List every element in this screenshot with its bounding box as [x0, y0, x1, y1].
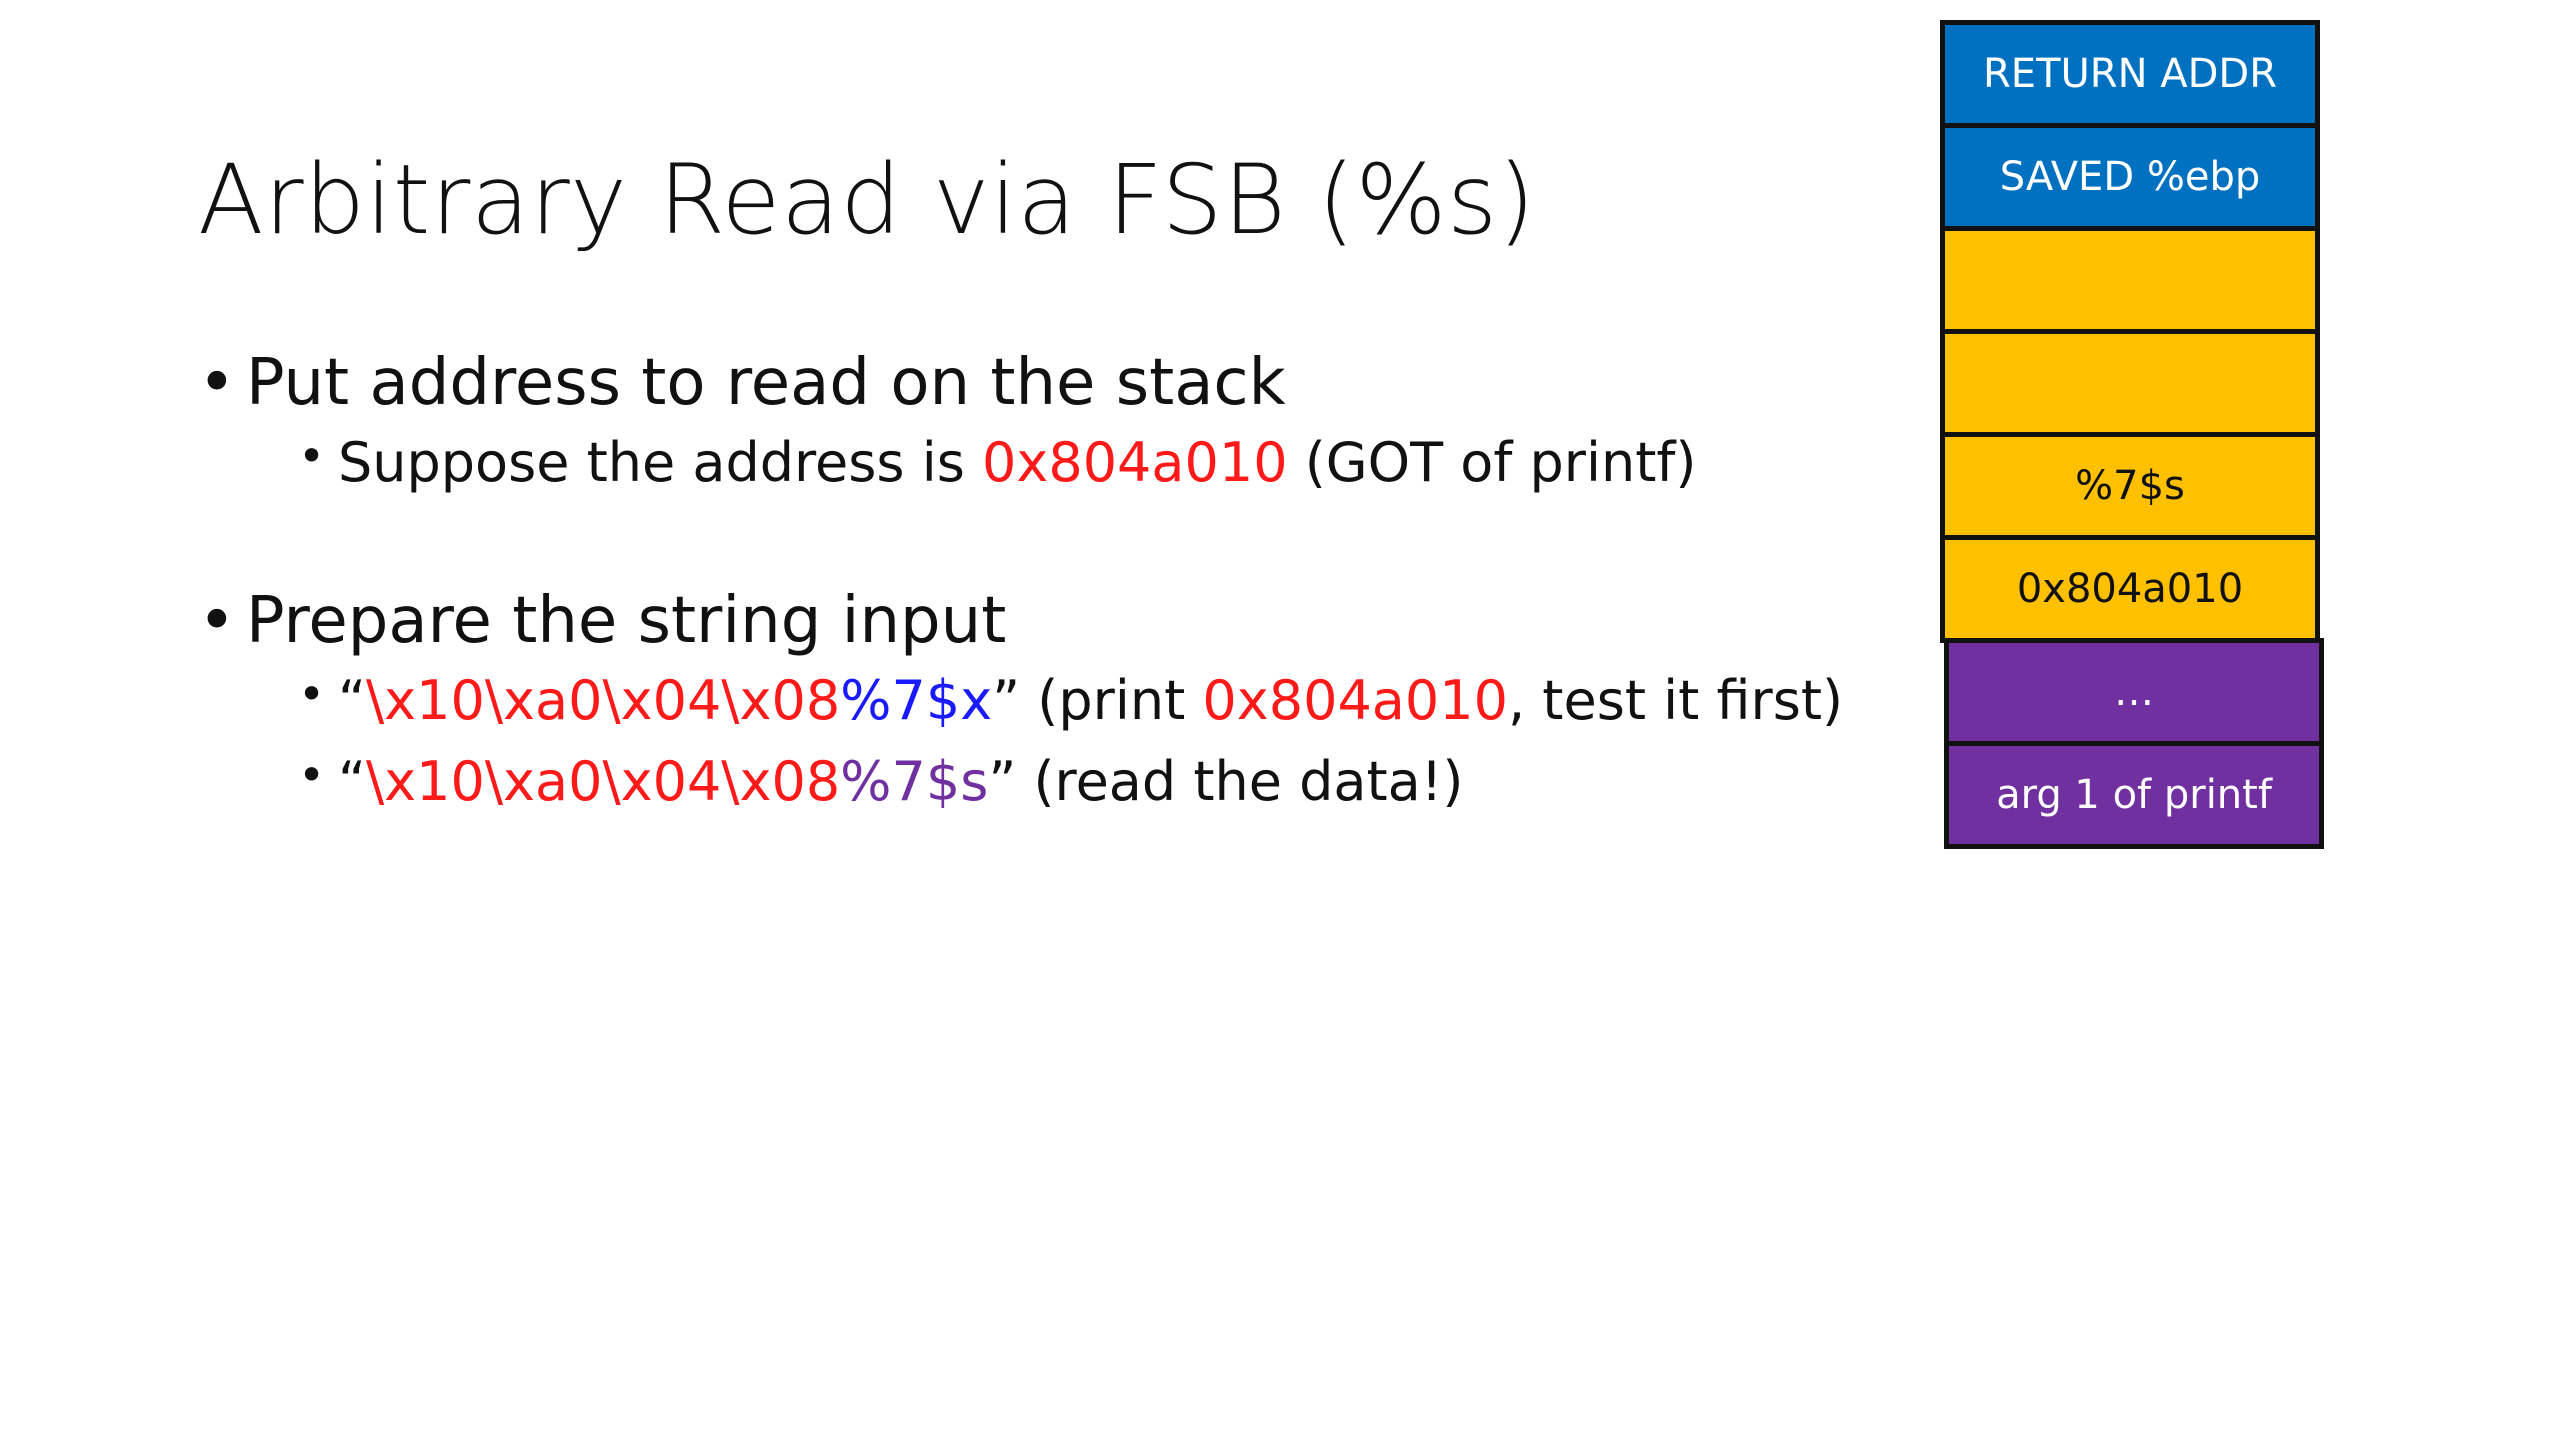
- sub-bullet-dot-icon: •: [298, 747, 326, 802]
- sub-bullet-suffix: , test it first): [1507, 668, 1844, 732]
- open-quote: “: [338, 668, 366, 732]
- close-quote: ”: [988, 749, 1017, 813]
- address-value: 0x804a010: [982, 430, 1288, 494]
- bullet-text: Prepare the string input: [246, 583, 1007, 658]
- open-quote: “: [338, 749, 366, 813]
- stack-cell-saved-ebp: SAVED %ebp: [1940, 123, 2320, 231]
- stack-cell-format-string: %7$s: [1940, 432, 2320, 540]
- payload-bytes: \x10\xa0\x04\x08: [365, 668, 841, 732]
- stack-cell-arg1: arg 1 of printf: [1944, 741, 2324, 849]
- bullet-prepare-string: • Prepare the string input: [198, 583, 1848, 660]
- bullet-text: Put address to read on the stack: [246, 346, 1286, 420]
- stack-cell-address: 0x804a010: [1940, 535, 2320, 643]
- bullet-list: • Put address to read on the stack • Sup…: [198, 345, 1848, 822]
- payload-bytes: \x10\xa0\x04\x08: [365, 749, 841, 813]
- bullet-dot-icon: •: [198, 346, 236, 420]
- sub-bullet-suffix: (GOT of printf): [1287, 430, 1697, 494]
- bullet-dot-icon: •: [198, 583, 236, 658]
- sub-bullet-read-data: • “\x10\xa0\x04\x08%7$s” (read the data!…: [198, 741, 1848, 822]
- stack-diagram: RETURN ADDR SAVED %ebp %7$s 0x804a010 … …: [1940, 20, 2324, 849]
- sub-bullet-mid: (print: [1020, 668, 1203, 732]
- sub-bullet-dot-icon: •: [298, 666, 326, 721]
- sub-bullet-dot-icon: •: [298, 428, 326, 483]
- slide-title: Arbitrary Read via FSB (%s): [198, 144, 1536, 256]
- address-value: 0x804a010: [1202, 668, 1508, 732]
- stack-cell-empty-1: [1940, 226, 2320, 334]
- sub-bullet-prefix: Suppose the address is: [338, 430, 983, 494]
- sub-bullet-suffix: (read the data!): [1016, 749, 1464, 813]
- format-specifier: %7$s: [840, 749, 989, 813]
- sub-bullet-suppose-address: • Suppose the address is 0x804a010 (GOT …: [198, 422, 1848, 503]
- stack-cell-return-addr: RETURN ADDR: [1940, 20, 2320, 128]
- stack-cell-empty-2: [1940, 329, 2320, 437]
- sub-bullet-print-test: • “\x10\xa0\x04\x08%7$x” (print 0x804a01…: [198, 660, 1848, 741]
- close-quote: ”: [992, 668, 1021, 732]
- stack-cell-ellipsis: …: [1944, 638, 2324, 746]
- format-specifier: %7$x: [840, 668, 993, 732]
- bullet-put-address: • Put address to read on the stack: [198, 345, 1848, 422]
